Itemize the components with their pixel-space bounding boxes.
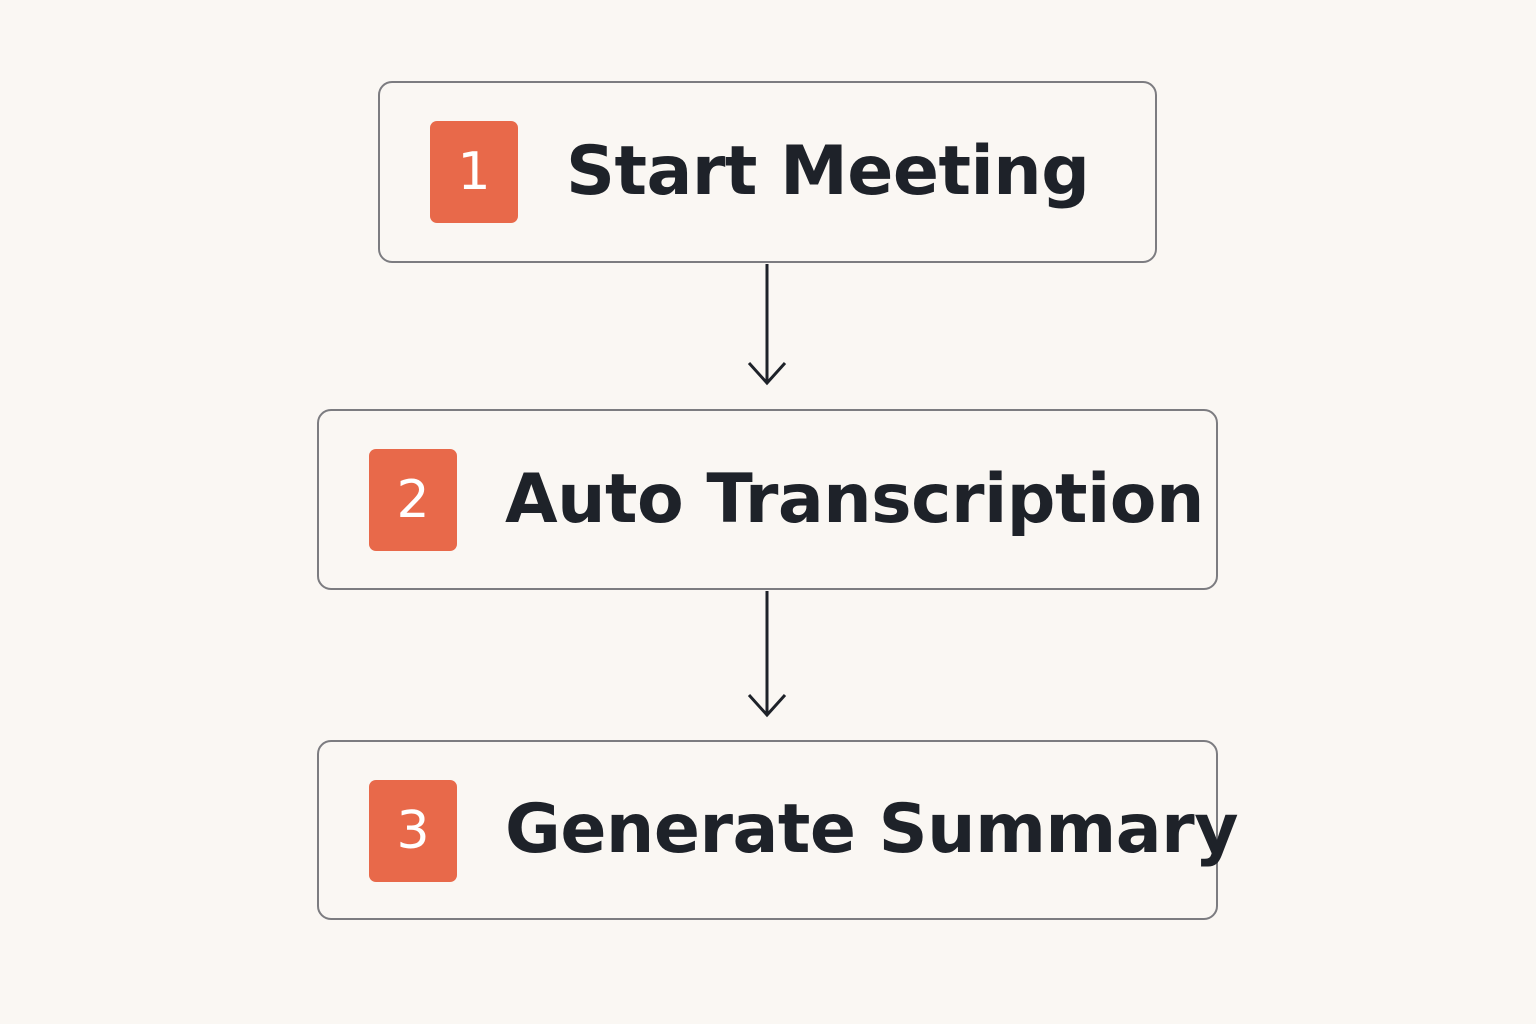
arrow-down-icon (747, 264, 787, 386)
step-1-box: 1 Start Meeting (378, 81, 1157, 263)
step-3-number-badge: 3 (369, 780, 457, 882)
step-3-label: Generate Summary (505, 790, 1239, 869)
step-3-box: 3 Generate Summary (317, 740, 1239, 920)
step-2-box: 2 Auto Transcription (317, 409, 1218, 590)
step-2-number-badge: 2 (369, 449, 457, 551)
arrow-down-icon (747, 591, 787, 718)
step-2-label: Auto Transcription (505, 459, 1204, 539)
step-1-number-badge: 1 (430, 121, 518, 223)
step-1-label: Start Meeting (566, 132, 1090, 211)
